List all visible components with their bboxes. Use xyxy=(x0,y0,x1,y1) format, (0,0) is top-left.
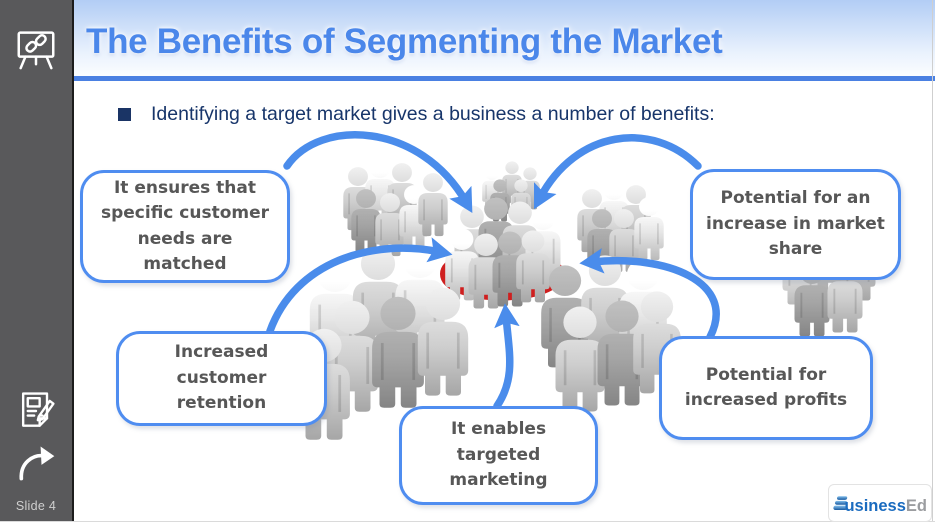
bullet-line: Identifying a target market gives a busi… xyxy=(118,103,715,126)
bullet-text: Identifying a target market gives a busi… xyxy=(151,103,715,125)
arrow-from-needs-matched xyxy=(283,131,473,214)
arrow-from-targeted-marketing xyxy=(493,303,520,410)
slide-number-label: Slide 4 xyxy=(15,499,57,513)
slide-title: The Benefits of Segmenting the Market xyxy=(86,22,723,61)
linked-presentation-button[interactable] xyxy=(10,22,62,74)
arrow-from-retention xyxy=(266,237,453,335)
bullseye-target xyxy=(440,247,564,301)
callout-text: Potential for an increase in market shar… xyxy=(706,188,885,260)
callout-text: Increased customer retention xyxy=(174,342,269,414)
callout-retention: Increased customer retention xyxy=(116,331,327,426)
share-arrow-icon xyxy=(19,446,55,481)
callout-text: Potential for increased profits xyxy=(684,364,848,411)
crowd-front xyxy=(296,196,683,442)
callout-text: It ensures that specific customer needs … xyxy=(100,177,270,275)
callout-text: It enables targeted marketing xyxy=(449,419,548,491)
notes-edit-icon xyxy=(21,392,55,427)
benefit-arrows xyxy=(266,131,720,410)
notes-edit-button[interactable] xyxy=(10,385,62,437)
callout-market-share: Potential for an increase in market shar… xyxy=(690,169,901,280)
arrow-from-market-share xyxy=(534,134,702,210)
title-band: The Benefits of Segmenting the Market xyxy=(74,0,935,81)
callout-needs-matched: It ensures that specific customer needs … xyxy=(80,170,290,283)
right-edge-line xyxy=(932,0,933,521)
square-bullet-icon xyxy=(118,108,131,121)
businessed-logo: usinessEd xyxy=(828,484,932,522)
callout-targeted-marketing: It enables targeted marketing xyxy=(399,406,598,505)
share-button[interactable] xyxy=(10,437,62,489)
bottom-edge-line xyxy=(0,521,935,522)
callout-increased-profits: Potential for increased profits xyxy=(659,336,873,440)
viewer-sidebar: Slide 4 xyxy=(0,0,74,521)
businessed-logo-text: usinessEd xyxy=(844,496,927,515)
businessed-logo-mark xyxy=(833,496,848,511)
linked-presentation-icon xyxy=(17,31,55,70)
